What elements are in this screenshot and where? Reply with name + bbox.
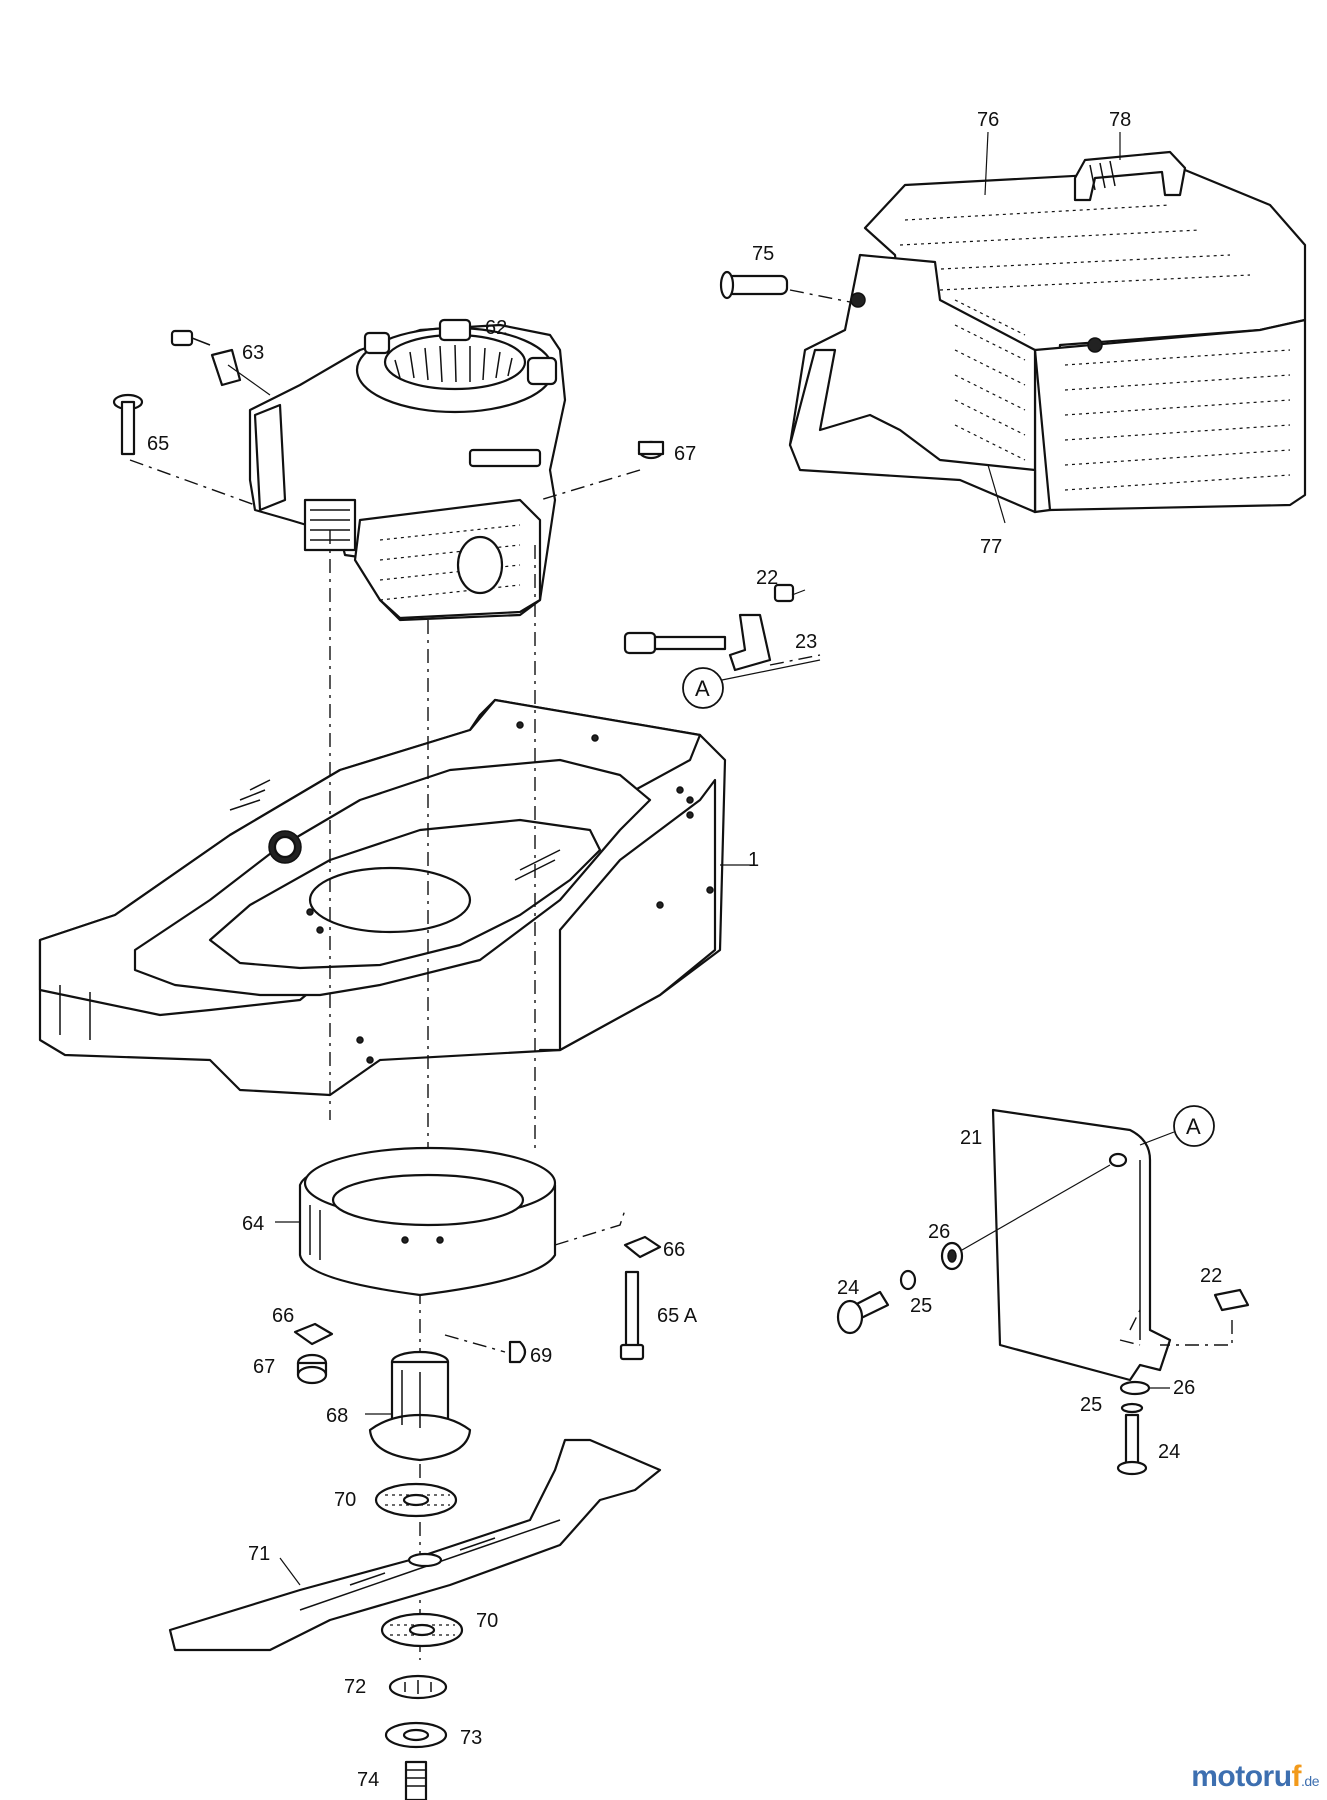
label-64: 64 — [242, 1213, 264, 1235]
callout-a-top-label: A — [695, 676, 710, 701]
spring-washer-25-upper — [899, 1269, 917, 1291]
washer-72 — [388, 1674, 448, 1700]
bolt-65 — [112, 393, 256, 506]
label-26-upper: 26 — [928, 1221, 950, 1243]
part-labels: 1 21 22 22 23 24 24 25 25 26 26 62 63 64… — [147, 109, 1222, 1791]
washer-73 — [384, 1721, 448, 1749]
label-77: 77 — [980, 536, 1002, 558]
bolt-24-upper — [836, 1290, 890, 1335]
label-63: 63 — [242, 342, 264, 364]
label-21: 21 — [960, 1127, 982, 1149]
bolt-24-lower — [1116, 1413, 1148, 1476]
nut-67-bottom — [296, 1353, 328, 1385]
callout-a-top: A — [682, 659, 821, 709]
label-71: 71 — [248, 1543, 270, 1565]
engine — [248, 318, 567, 622]
label-67-top: 67 — [674, 443, 696, 465]
blade-71 — [168, 1438, 662, 1652]
label-62: 62 — [485, 317, 507, 339]
washer-66-right — [554, 1209, 662, 1259]
watermark-tld: .de — [1301, 1773, 1319, 1789]
callout-a-right-label: A — [1186, 1114, 1201, 1139]
key-69 — [444, 1334, 527, 1364]
label-23: 23 — [795, 631, 817, 653]
watermark-main: motoru — [1191, 1760, 1292, 1793]
label-67-bottom: 67 — [253, 1356, 275, 1378]
washer-70-upper — [374, 1482, 458, 1518]
fan-housing — [275, 1146, 557, 1297]
bolt-65a — [619, 1270, 645, 1361]
label-70-upper: 70 — [334, 1489, 356, 1511]
label-65: 65 — [147, 433, 169, 455]
label-25-lower: 25 — [1080, 1394, 1102, 1416]
label-74: 74 — [357, 1769, 379, 1791]
label-70-lower: 70 — [476, 1610, 498, 1632]
grass-catcher — [788, 150, 1307, 524]
label-24-lower: 24 — [1158, 1441, 1180, 1463]
label-leaders — [984, 131, 1121, 196]
pin-75 — [719, 270, 851, 303]
label-72: 72 — [344, 1676, 366, 1698]
nut-67-top — [539, 440, 665, 501]
bolt-74 — [404, 1760, 428, 1800]
label-66-right: 66 — [663, 1239, 685, 1261]
mower-deck — [38, 698, 755, 1097]
washer-70-lower — [380, 1612, 464, 1648]
nut-22-right — [1160, 1288, 1250, 1346]
watermark-accent: f — [1291, 1760, 1302, 1793]
label-22-top: 22 — [756, 567, 778, 589]
blade-adapter-68 — [365, 1350, 472, 1462]
washer-66-left — [293, 1322, 334, 1346]
callout-a-right: A — [1139, 1105, 1215, 1147]
label-69: 69 — [530, 1345, 552, 1367]
label-24-upper: 24 — [837, 1277, 859, 1299]
washer-26-lower — [1119, 1380, 1170, 1396]
label-22-right: 22 — [1200, 1265, 1222, 1287]
label-65a: 65 A — [657, 1305, 698, 1327]
side-plate-21 — [991, 1108, 1172, 1382]
label-66-left: 66 — [272, 1305, 294, 1327]
nut-63 — [170, 329, 271, 396]
label-68: 68 — [326, 1405, 348, 1427]
label-76: 76 — [977, 109, 999, 131]
watermark-logo: motoruf.de — [1191, 1760, 1319, 1794]
spring-washer-25-lower — [1120, 1402, 1144, 1414]
washer-26-upper — [940, 1164, 1111, 1271]
label-25-upper: 25 — [910, 1295, 932, 1317]
label-73: 73 — [460, 1727, 482, 1749]
label-1: 1 — [748, 849, 759, 871]
label-75: 75 — [752, 243, 774, 265]
label-78: 78 — [1109, 109, 1131, 131]
label-26-lower: 26 — [1173, 1377, 1195, 1399]
bracket-23 — [623, 583, 821, 672]
